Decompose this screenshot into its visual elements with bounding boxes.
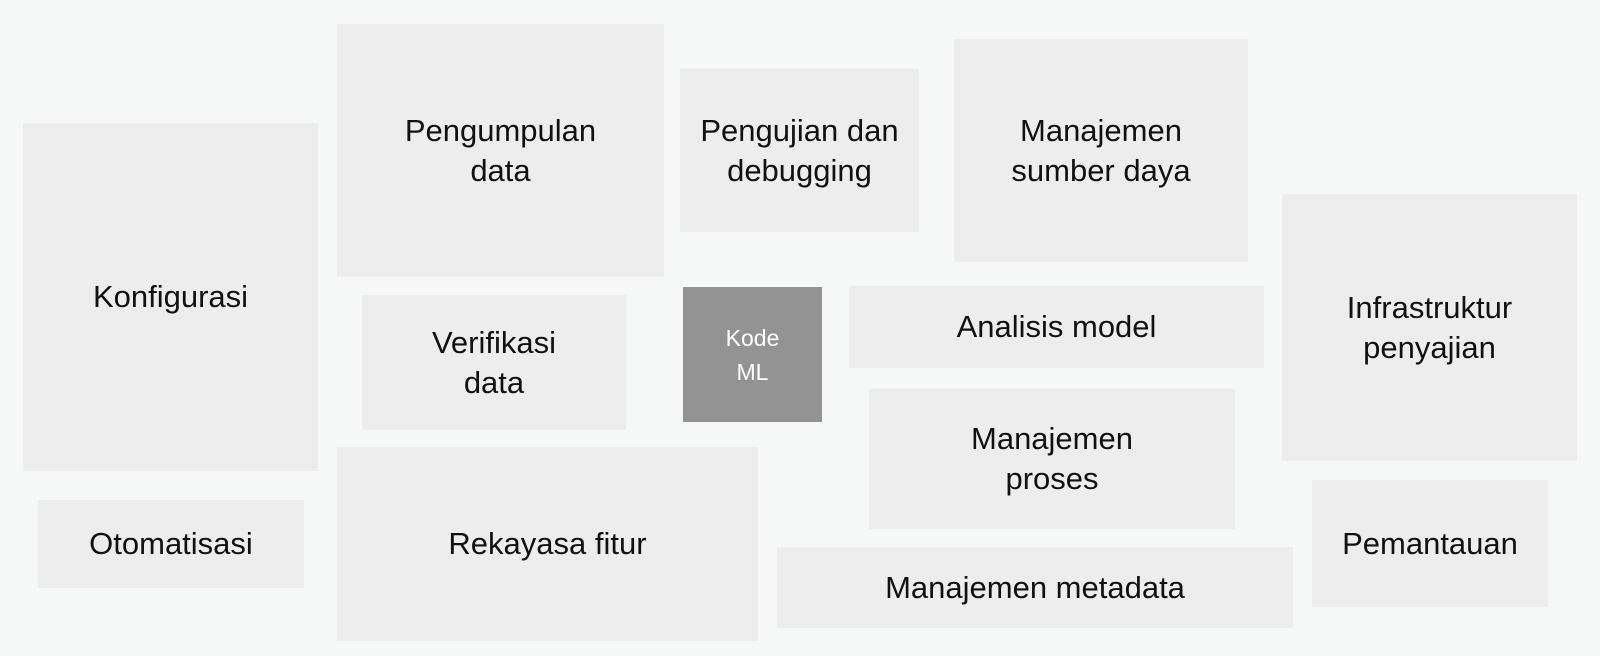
label-manajemen-metadata: Manajemen metadata (885, 569, 1185, 605)
box-kode-ml-core: Kode ML (683, 287, 822, 422)
box-analisis-model: Analisis model (849, 286, 1264, 368)
label-kode-ml: Kode ML (725, 324, 780, 385)
box-otomatisasi: Otomatisasi (38, 500, 304, 588)
box-manajemen-metadata: Manajemen metadata (777, 547, 1293, 628)
box-rekayasa-fitur: Rekayasa fitur (337, 447, 758, 641)
label-manajemen-proses: Manajemen proses (971, 421, 1133, 496)
label-pengumpulan-data: Pengumpulan data (404, 112, 597, 188)
label-konfigurasi: Konfigurasi (92, 279, 249, 314)
label-otomatisasi: Otomatisasi (89, 526, 253, 561)
box-manajemen-sumber-daya: Manajemen sumber daya (954, 39, 1248, 262)
box-konfigurasi: Konfigurasi (23, 123, 318, 471)
box-pengujian-debugging: Pengujian dan debugging (680, 69, 919, 232)
box-pemantauan: Pemantauan (1312, 480, 1548, 607)
label-analisis-model: Analisis model (956, 309, 1157, 344)
label-manajemen-sumber-daya: Manajemen sumber daya (1011, 112, 1191, 188)
box-manajemen-proses: Manajemen proses (869, 389, 1235, 529)
label-verifikasi-data: Verifikasi data (431, 324, 557, 400)
label-infrastruktur-penyajian: Infrastruktur penyajian (1346, 289, 1513, 365)
box-infrastruktur-penyajian: Infrastruktur penyajian (1282, 194, 1577, 461)
box-pengumpulan-data: Pengumpulan data (337, 24, 664, 277)
label-pengujian-debugging: Pengujian dan debugging (700, 112, 899, 188)
label-rekayasa-fitur: Rekayasa fitur (448, 526, 647, 561)
box-verifikasi-data: Verifikasi data (362, 295, 626, 430)
label-pemantauan: Pemantauan (1342, 525, 1518, 561)
